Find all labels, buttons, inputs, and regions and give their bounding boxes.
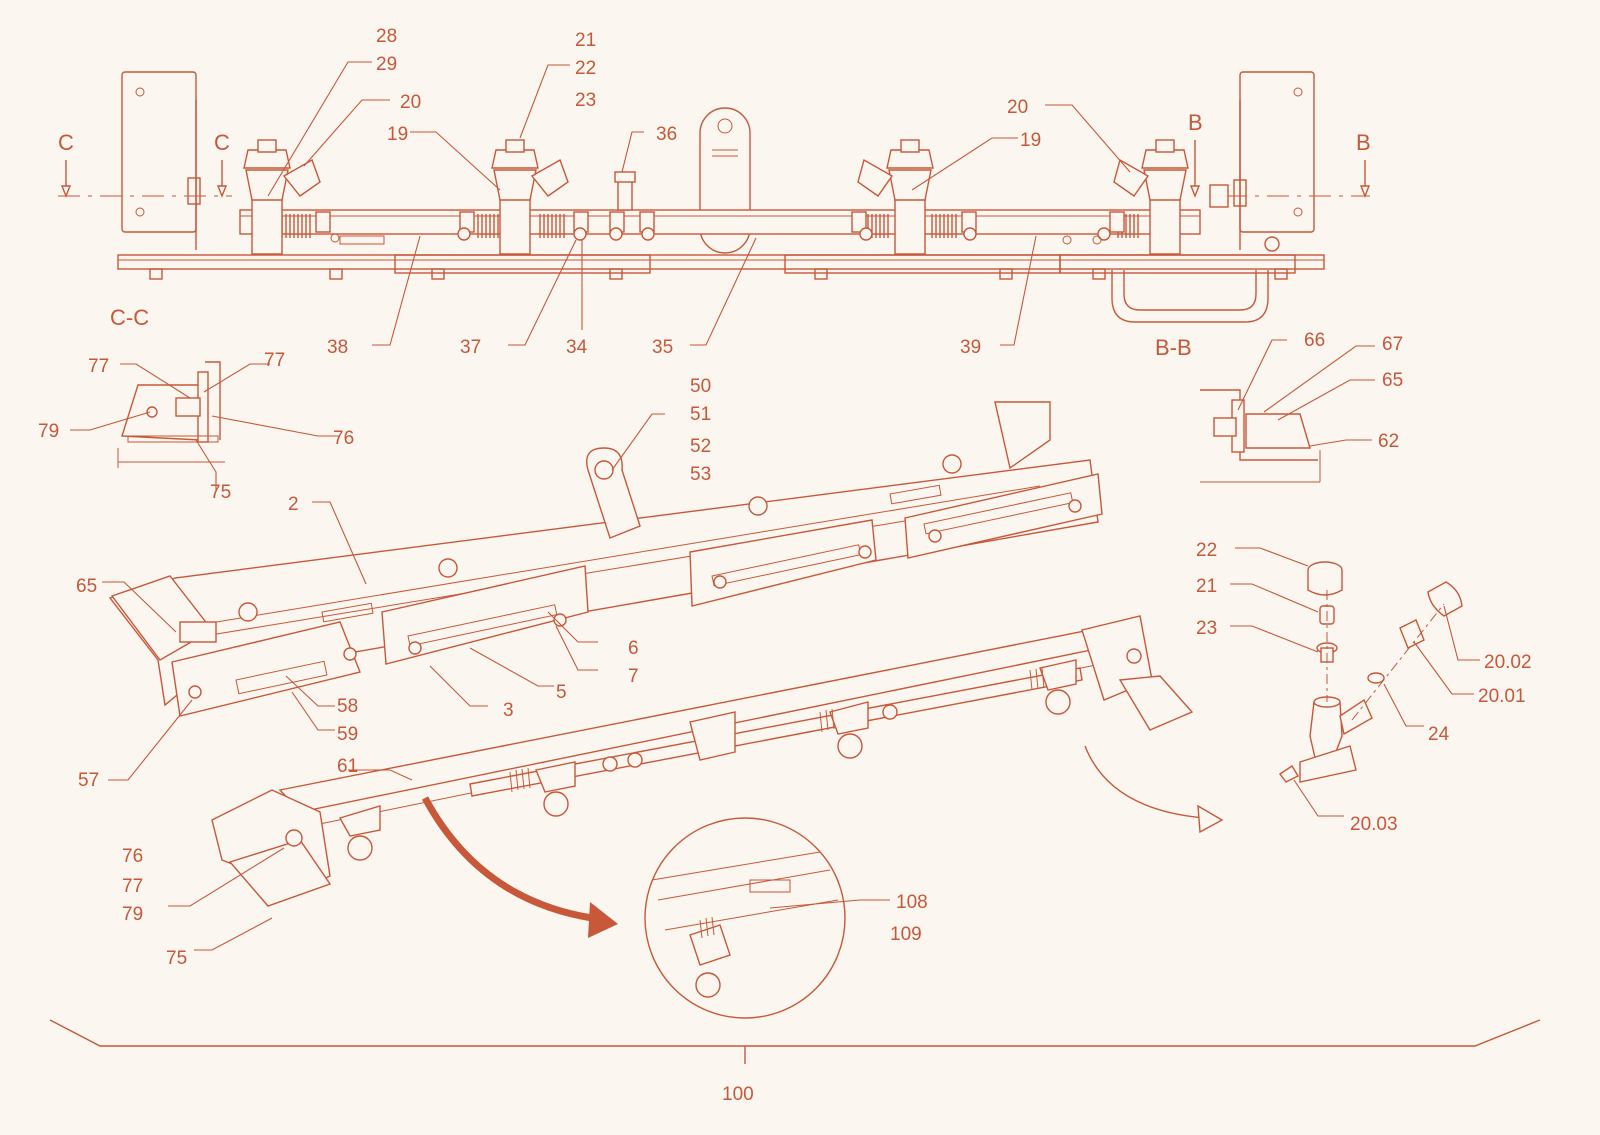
section-arrows <box>60 140 1371 198</box>
callout-37: 37 <box>460 337 481 358</box>
callout-62: 62 <box>1378 431 1399 452</box>
callout-66: 66 <box>1304 330 1325 351</box>
callout-109: 109 <box>890 924 922 945</box>
callout-20-03: 20.03 <box>1350 814 1398 835</box>
callout-20: 20 <box>1007 97 1028 118</box>
section-label-bb: B-B <box>1155 335 1192 360</box>
nozzle-assembly-3 <box>857 139 934 255</box>
callout-76: 76 <box>333 428 354 449</box>
callout-35: 35 <box>652 337 673 358</box>
callout-21: 21 <box>575 30 596 51</box>
callout-19: 19 <box>1020 130 1041 151</box>
callout-57: 57 <box>78 770 99 791</box>
callout-2: 2 <box>288 494 299 515</box>
callout-65: 65 <box>1382 370 1403 391</box>
section-marker-b-left: B <box>1188 110 1203 135</box>
section-view-bb <box>1200 389 1321 483</box>
callout-7: 7 <box>628 666 639 687</box>
callout-76: 76 <box>122 846 143 867</box>
callout-77: 77 <box>264 350 285 371</box>
callout-6: 6 <box>628 638 639 659</box>
lower-isometric-assembly <box>211 615 1194 907</box>
callout-20-02: 20.02 <box>1484 652 1532 673</box>
callout-58: 58 <box>337 696 358 717</box>
nozzle-assembly-1 <box>243 139 321 255</box>
detail-circle-108-109 <box>644 817 846 1019</box>
callout-34: 34 <box>566 337 588 358</box>
callout-59: 59 <box>337 724 358 745</box>
callout-79: 79 <box>122 904 143 925</box>
callout-5: 5 <box>556 682 567 703</box>
callout-39: 39 <box>960 337 981 358</box>
brace-100 <box>49 1019 1541 1064</box>
callout-53: 53 <box>690 464 711 485</box>
nozzle-assembly-4 <box>1113 139 1189 255</box>
callout-19: 19 <box>387 124 408 145</box>
exploded-nozzle-parts <box>1278 561 1463 783</box>
callout-51: 51 <box>690 404 711 425</box>
callout-23: 23 <box>575 90 596 111</box>
callout-108: 108 <box>896 892 928 913</box>
upper-isometric-assembly <box>108 401 1103 717</box>
callout-22: 22 <box>575 58 596 79</box>
section-label-cc: C-C <box>110 305 149 330</box>
top-front-view <box>58 71 1370 323</box>
leader-lines <box>70 61 1480 951</box>
callout-24: 24 <box>1428 724 1450 745</box>
callout-67: 67 <box>1382 334 1403 355</box>
callout-77: 77 <box>122 876 143 897</box>
callout-20-01: 20.01 <box>1478 686 1526 707</box>
section-marker-b-right: B <box>1356 130 1371 155</box>
callout-22: 22 <box>1196 540 1217 561</box>
callout-61: 61 <box>337 756 358 777</box>
callout-79: 79 <box>38 421 59 442</box>
section-view-cc <box>117 361 225 468</box>
callout-100: 100 <box>722 1084 754 1105</box>
callout-20: 20 <box>400 92 421 113</box>
callout-38: 38 <box>327 337 348 358</box>
arrow-to-detail <box>421 796 618 938</box>
callout-36: 36 <box>656 124 677 145</box>
nozzle-assembly-2 <box>491 139 569 255</box>
callout-75: 75 <box>166 948 187 969</box>
callout-23: 23 <box>1196 618 1217 639</box>
callout-21: 21 <box>1196 576 1217 597</box>
callout-52: 52 <box>690 436 711 457</box>
callout-77: 77 <box>88 356 109 377</box>
callout-75: 75 <box>210 482 231 503</box>
callout-29: 29 <box>376 54 397 75</box>
callout-3: 3 <box>503 700 514 721</box>
section-marker-c-left: C <box>58 130 74 155</box>
callout-65: 65 <box>76 576 97 597</box>
callout-50: 50 <box>690 376 711 397</box>
callout-28: 28 <box>376 26 397 47</box>
callout-labels: C-C B-B C C B B 28 29 20 21 22 23 19 36 … <box>38 26 1532 1105</box>
arrow-to-exploded-nozzle <box>1084 745 1224 834</box>
section-marker-c-right: C <box>214 130 230 155</box>
